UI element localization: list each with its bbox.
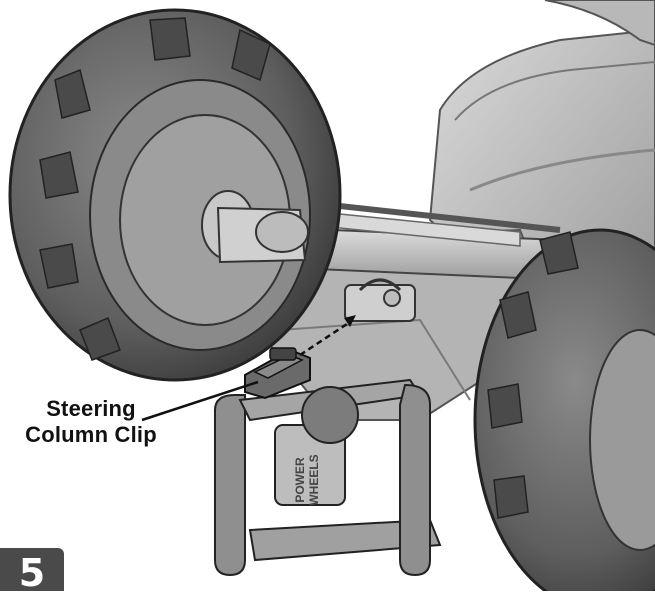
right-tire: [473, 228, 655, 591]
steering-column-clip: [244, 347, 311, 400]
callout-label: Steering Column Clip: [16, 396, 166, 448]
logo-text-line1: POWER: [293, 457, 307, 503]
front-bumper: POWER WHEELS: [214, 378, 442, 577]
insertion-arrow: [299, 315, 356, 357]
clip-mount: [344, 278, 416, 322]
step-number: 5: [18, 550, 46, 595]
left-spindle: [216, 206, 309, 264]
power-wheels-logo: POWER WHEELS: [293, 454, 321, 505]
logo-text-line2: WHEELS: [307, 454, 321, 505]
step-badge: 5: [0, 548, 64, 595]
callout-leader-line: [141, 380, 259, 422]
left-tire: [8, 8, 342, 382]
callout-line1: Steering: [46, 396, 136, 421]
callout-line2: Column Clip: [25, 422, 157, 447]
